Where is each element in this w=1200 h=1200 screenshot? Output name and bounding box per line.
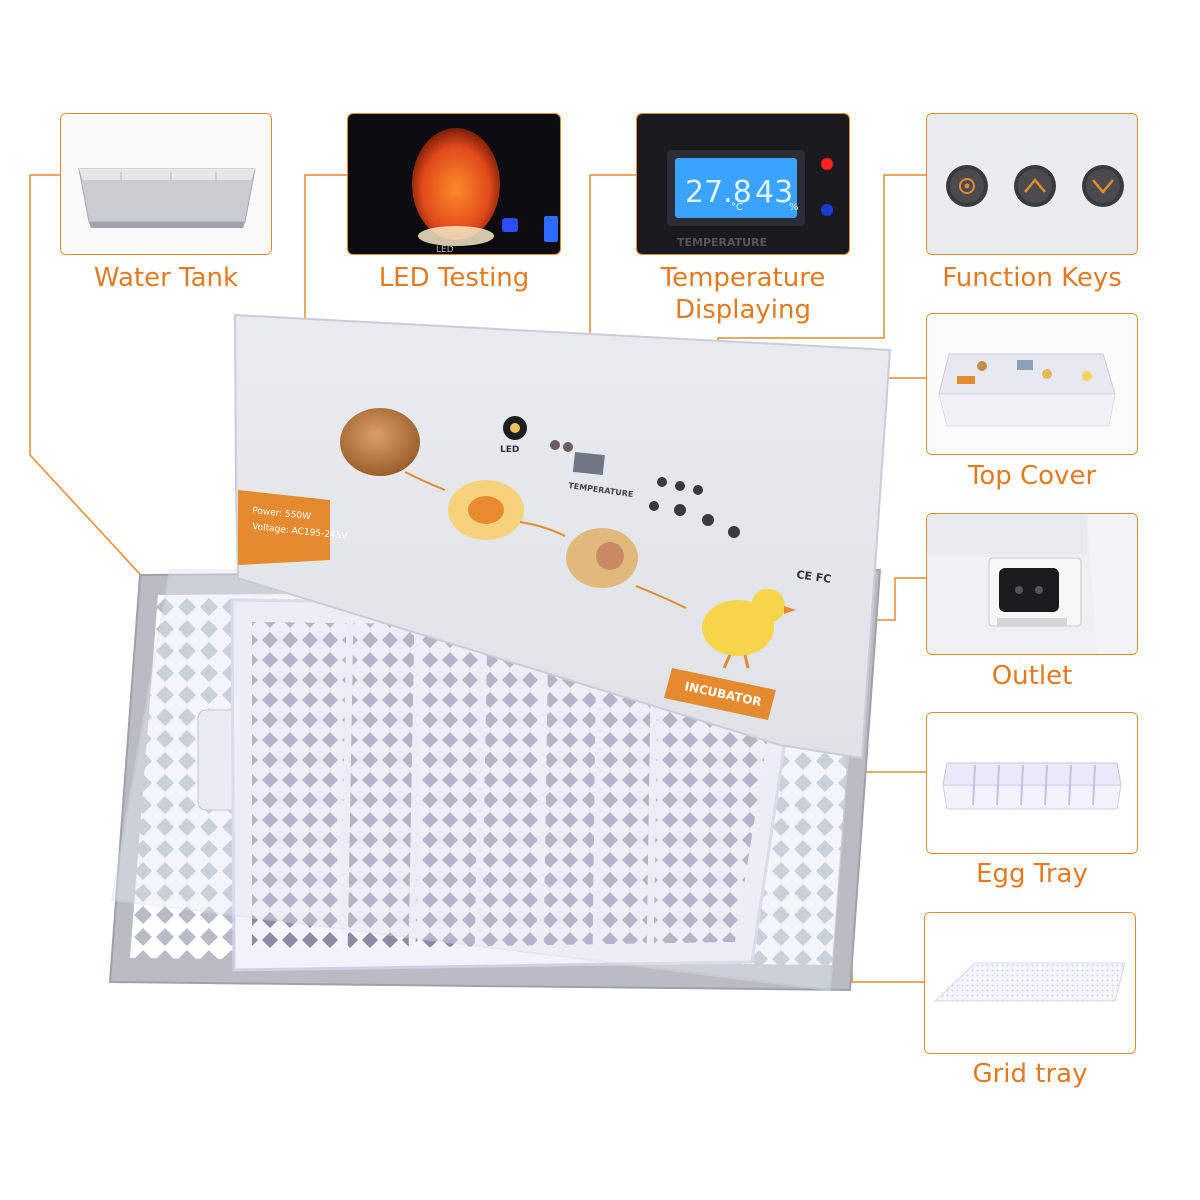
top-cover: Power: 550W Voltage: AC195-245V LED [110, 313, 892, 992]
temperature-image: 27.8 °C 43 % TEMPERATURE [637, 114, 849, 254]
led-mark: LED [500, 445, 519, 455]
down-key [1082, 165, 1124, 207]
top-cover-panel [926, 313, 1138, 455]
outlet-label: Outlet [991, 661, 1073, 691]
led-testing-label: LED Testing [378, 263, 530, 293]
up-key [1014, 165, 1056, 207]
egg-tray-label: Egg Tray [976, 859, 1088, 889]
settings-key [946, 165, 988, 207]
lcd-humidity-unit: % [789, 202, 799, 213]
function-keys-image [927, 114, 1137, 254]
incubator-badge [664, 668, 776, 720]
grid-tray-panel [924, 912, 1136, 1054]
top-cover-image [927, 314, 1137, 454]
lcd-screen [675, 158, 797, 218]
outlet-image [927, 514, 1137, 654]
led-testing-image: LED [348, 114, 560, 255]
led-testing-panel: LED [347, 113, 561, 255]
top-cover-label: Top Cover [967, 461, 1097, 491]
water-tank-label: Water Tank [93, 263, 239, 293]
water-tank-image [61, 114, 271, 254]
egg-tray-panel [926, 712, 1138, 854]
temperature-label-line2: Displaying [674, 295, 812, 325]
lcd-humidity-value: 43 [755, 175, 793, 210]
temperature-panel: 27.8 °C 43 % TEMPERATURE [636, 113, 850, 255]
power-indicator-light [821, 158, 833, 170]
egg-tray-image [927, 713, 1137, 853]
outlet-panel [926, 513, 1138, 655]
grid-tray-label: Grid tray [972, 1059, 1088, 1089]
mini-lcd [572, 452, 605, 476]
water-tank-panel [60, 113, 272, 255]
function-keys-label: Function Keys [942, 263, 1122, 293]
incubator-illustration: Power: 550W Voltage: AC195-245V LED [108, 313, 892, 992]
lcd-temperature-unit: °C [731, 202, 743, 213]
temperature-label-line1: Temperature [660, 263, 826, 293]
grid-tray-image [925, 913, 1135, 1053]
cert-marks: CE FC [796, 568, 832, 586]
brown-egg-graphic [340, 408, 420, 476]
chick-graphic [702, 589, 796, 669]
lcd-temperature-value: 27.8 [685, 175, 752, 210]
led-mark-small: LED [436, 245, 454, 255]
function-keys-panel [926, 113, 1138, 255]
lcd-caption: TEMPERATURE [677, 236, 767, 249]
